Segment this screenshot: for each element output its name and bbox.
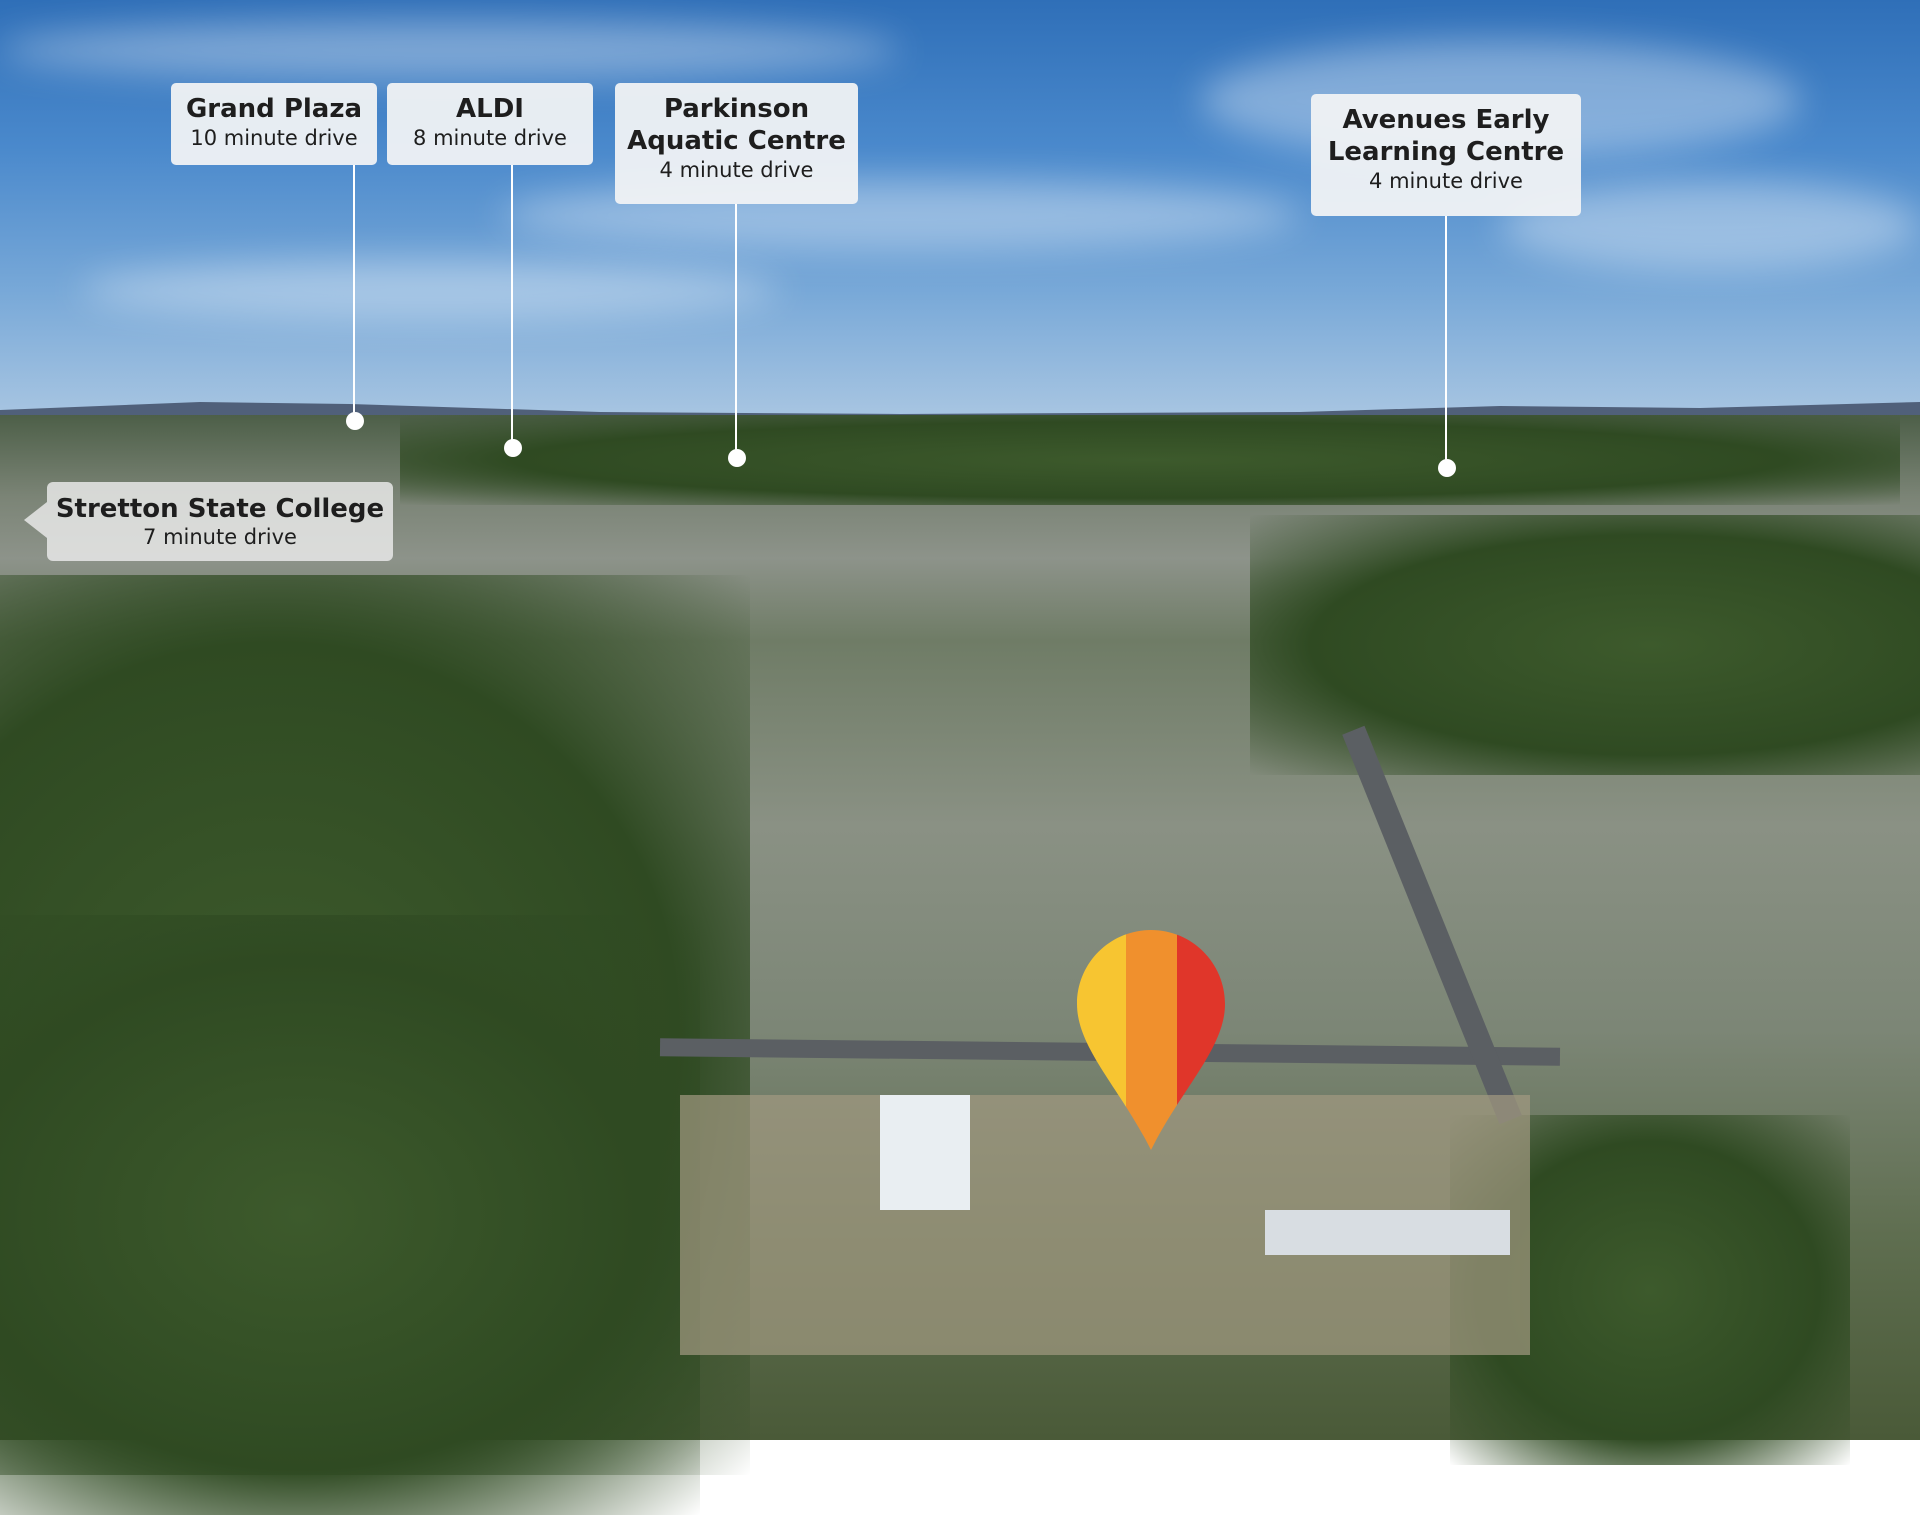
poi-location-dot (728, 449, 746, 467)
poi-pointer-line (511, 165, 513, 448)
poi-title: ALDI (456, 94, 524, 124)
poi-location-dot (504, 439, 522, 457)
poi-title-line2: Learning Centre (1327, 137, 1565, 167)
poi-label-stretton-state-college: Stretton State College 7 minute drive (47, 482, 393, 561)
poi-label-aldi: ALDI 8 minute drive (387, 83, 593, 165)
pin-stripe-orange (1126, 930, 1177, 1150)
poi-drive-time: 4 minute drive (659, 158, 814, 182)
sky (0, 0, 1920, 420)
poi-label-parkinson-aquatic-centre: Parkinson Aquatic Centre 4 minute drive (615, 83, 858, 204)
suburb-landscape (0, 415, 1920, 1515)
poi-drive-time: 4 minute drive (1369, 169, 1523, 193)
poi-drive-time: 7 minute drive (143, 525, 297, 549)
poi-location-dot (1438, 459, 1456, 477)
poi-title-line2: Aquatic Centre (627, 126, 846, 156)
poi-pointer-line (1445, 216, 1447, 468)
pin-stripe-red (1177, 930, 1225, 1150)
poi-pointer-line (735, 204, 737, 458)
poi-drive-time: 10 minute drive (190, 126, 358, 150)
property-location-pin-icon (1077, 930, 1225, 1150)
poi-label-grand-plaza: Grand Plaza 10 minute drive (171, 83, 377, 165)
left-arrow-icon (24, 502, 47, 538)
poi-title: Stretton State College (55, 494, 385, 524)
poi-pointer-line (353, 165, 355, 421)
poi-location-dot (346, 412, 364, 430)
poi-title-line1: Avenues Early (1342, 105, 1550, 135)
poi-label-avenues-early-learning-centre: Avenues Early Learning Centre 4 minute d… (1311, 94, 1581, 216)
poi-drive-time: 8 minute drive (413, 126, 567, 150)
poi-title: Grand Plaza (185, 94, 363, 124)
pin-stripe-yellow (1077, 930, 1126, 1150)
poi-title-line1: Parkinson (663, 94, 810, 124)
